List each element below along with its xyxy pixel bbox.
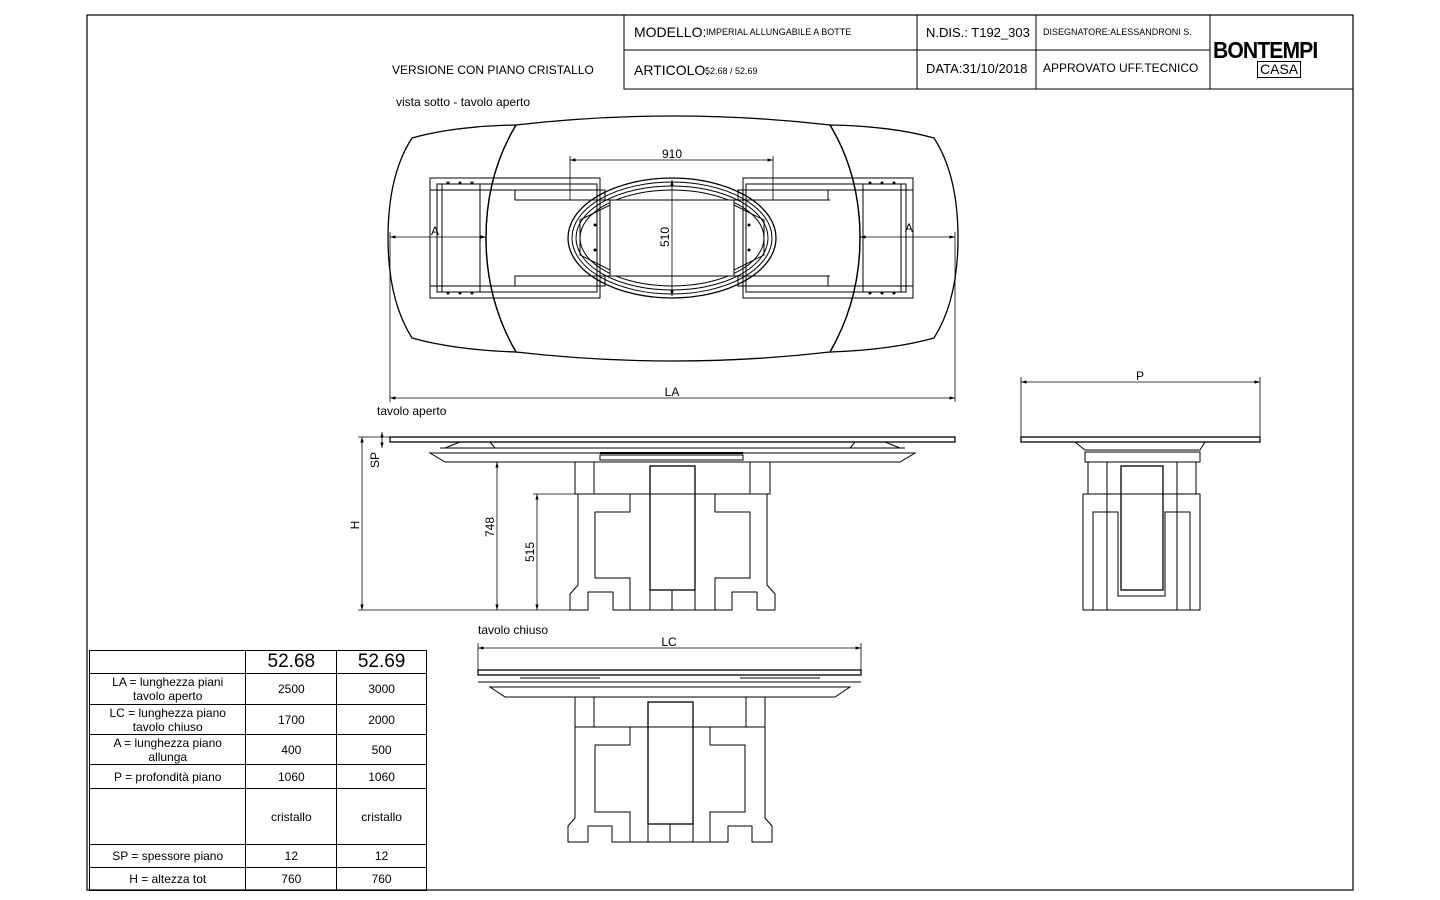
front-view (1020, 436, 1261, 611)
modello-key: MODELLO: (634, 24, 707, 40)
row-value-5268: 2500 (245, 673, 338, 705)
table-header-row: 52.68 52.69 (88, 650, 427, 674)
approved: APPROVATO UFF.TECNICO (1043, 61, 1199, 75)
view-title-closed: tavolo chiuso (478, 623, 548, 637)
row-value-5268: 400 (245, 734, 338, 765)
row-value-5268: 12 (245, 844, 338, 868)
open-side-dimensions (358, 432, 578, 611)
logo-top-text: BONTEMPI (1213, 37, 1318, 63)
row-value-5269: cristallo (336, 788, 427, 845)
logo-bottom-text: CASA (1257, 61, 1302, 78)
row-label: H = altezza tot (88, 867, 247, 891)
row-value-5268: 1700 (245, 704, 338, 735)
row-value-5269: 3000 (336, 673, 427, 705)
modello-value: IMPERIAL ALLUNGABILE A BOTTE (706, 27, 852, 37)
row-value-5269: 760 (336, 867, 427, 891)
row-value-5269: 12 (336, 844, 427, 868)
row-label (88, 788, 247, 845)
row-label: SP = spessore piano (88, 844, 247, 868)
dim-la: LA (665, 385, 680, 399)
title-block (623, 14, 1354, 90)
dim-h: H (348, 521, 362, 530)
closed-side-view (477, 669, 862, 843)
row-value-5268: 1060 (245, 764, 338, 789)
open-side-view (389, 436, 956, 611)
dim-p: P (1136, 369, 1144, 383)
version-label: VERSIONE CON PIANO CRISTALLO (392, 63, 594, 77)
dim-lc: LC (661, 635, 677, 649)
designer: DISEGNATORE:ALESSANDRONI S. (1043, 27, 1192, 37)
row-value-5269: 500 (336, 734, 427, 765)
dim-748: 748 (483, 517, 497, 537)
view-title-bottom: vista sotto - tavolo aperto (396, 95, 530, 109)
dim-a-right: A (905, 221, 913, 235)
drawing-date: DATA:31/10/2018 (926, 61, 1028, 76)
brand-logo: BONTEMPI CASA (1213, 27, 1351, 79)
table-row: cristallo cristallo (88, 788, 427, 845)
articolo-key: ARTICOLO: (634, 62, 710, 78)
dim-sp: SP (368, 452, 382, 468)
front-view-dimensions (1020, 377, 1261, 437)
table-row: H = altezza tot 760 760 (88, 867, 427, 891)
table-row: P = profondità piano 1060 1060 (88, 764, 427, 789)
drawing-number: N.DIS.: T192_303 (926, 25, 1030, 40)
closed-side-dimensions (477, 643, 862, 670)
row-value-5269: 1060 (336, 764, 427, 789)
dim-515: 515 (523, 542, 537, 562)
row-label: P = profondità piano (88, 764, 247, 789)
dim-510: 510 (658, 227, 672, 247)
view-title-open: tavolo aperto (377, 404, 447, 418)
row-value-5269: 2000 (336, 704, 427, 735)
row-value-5268: cristallo (245, 788, 338, 845)
dim-a-left: A (431, 224, 439, 238)
table-header-5268: 52.68 (245, 650, 338, 674)
articolo-value: 52.68 / 52.69 (705, 66, 758, 76)
bottom-view-dimensions (389, 156, 956, 402)
row-value-5268: 760 (245, 867, 338, 891)
table-header-empty (88, 650, 247, 674)
dim-910: 910 (662, 147, 682, 161)
table-row: SP = spessore piano 12 12 (88, 844, 427, 868)
table-header-5269: 52.69 (336, 650, 427, 674)
